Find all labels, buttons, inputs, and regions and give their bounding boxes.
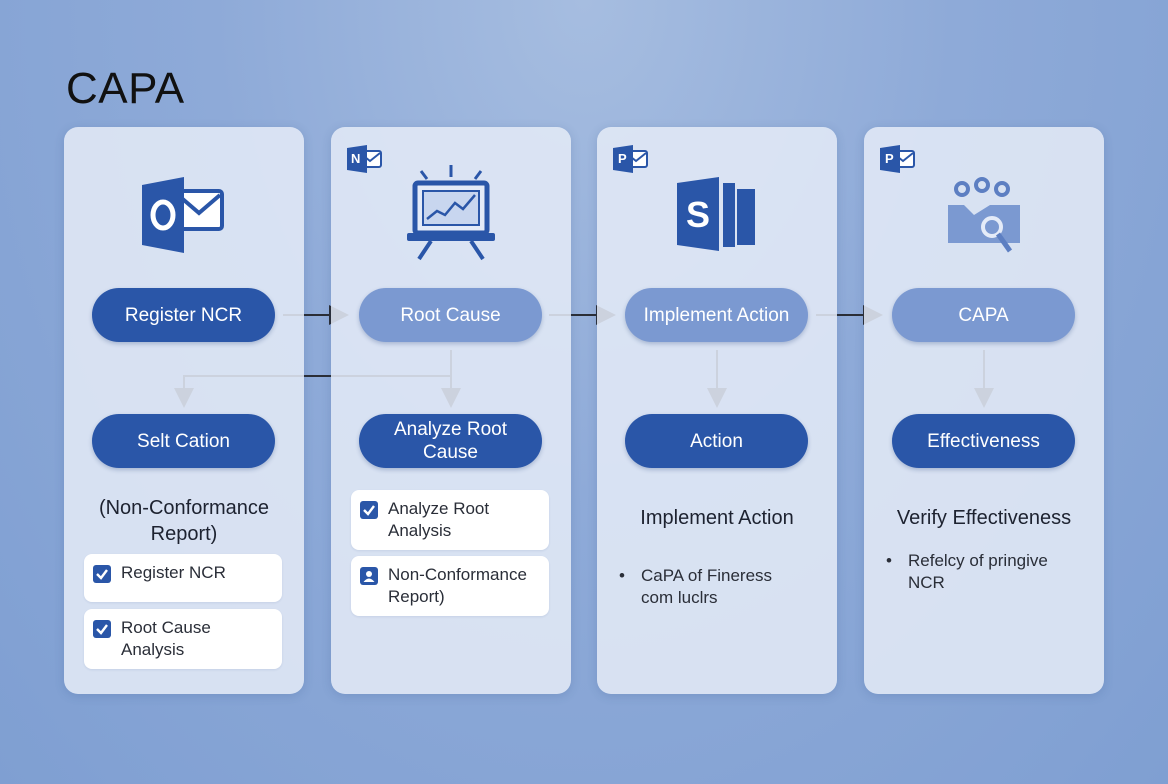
register-ncr-button[interactable]: Register NCR	[92, 288, 275, 342]
checklist-item[interactable]: Non-Conformance Report)	[351, 556, 549, 616]
checklist-item-label: Analyze Root Analysis	[388, 499, 490, 540]
implement-action-button[interactable]: Implement Action	[625, 288, 808, 342]
column-capa: P CAPA Effectiveness Verify Effectivenes…	[864, 127, 1104, 694]
badge-letter: N	[351, 151, 361, 166]
analyze-root-cause-button[interactable]: Analyze Root Cause	[359, 414, 542, 468]
checklist-item-label: Non-Conformance Report)	[388, 565, 527, 606]
capa-button[interactable]: CAPA	[892, 288, 1075, 342]
user-icon	[360, 567, 378, 585]
ncr-heading: (Non-Conformance Report)	[98, 497, 270, 545]
column-register: Register NCR Selt Cation (Non-Conformanc…	[64, 127, 304, 694]
checklist-item-label: Root Cause Analysis	[121, 618, 211, 659]
checklist-item[interactable]: Root Cause Analysis	[84, 609, 282, 669]
column-implement: P S Implement Action Action Implement Ac…	[597, 127, 837, 694]
checklist-item-label: Register NCR	[121, 563, 226, 582]
checkbox-checked-icon	[93, 620, 111, 638]
bullet-item: • Refelcy of pringive NCR	[886, 550, 1066, 594]
verify-heading: Verify Effectiveness	[896, 507, 1072, 529]
bullet-text: CaPA of Fineress com luclrs	[641, 566, 773, 607]
svg-text:S: S	[686, 194, 710, 235]
effectiveness-button[interactable]: Effectiveness	[892, 414, 1075, 468]
badge-letter: P	[885, 151, 894, 166]
presentation-chart-icon	[407, 165, 495, 261]
page-title: CAPA	[66, 64, 185, 113]
bullet-item: • CaPA of Fineress com luclrs	[619, 565, 799, 609]
column-root-cause: N Root Cause Analyze Root Cause Analyze …	[331, 127, 571, 694]
root-cause-button[interactable]: Root Cause	[359, 288, 542, 342]
checklist-item[interactable]: Register NCR	[84, 554, 282, 602]
people-search-icon	[948, 177, 1020, 253]
powerpoint-badge-icon: P	[613, 145, 649, 177]
onenote-badge-icon: N	[347, 145, 383, 177]
checkbox-checked-icon	[93, 565, 111, 583]
sharepoint-icon: S	[677, 177, 755, 251]
selection-button[interactable]: Selt Cation	[92, 414, 275, 468]
checklist-item[interactable]: Analyze Root Analysis	[351, 490, 549, 550]
bullet-text: Refelcy of pringive NCR	[908, 551, 1048, 592]
implement-heading: Implement Action	[640, 507, 794, 529]
checkbox-checked-icon	[360, 501, 378, 519]
action-button[interactable]: Action	[625, 414, 808, 468]
badge-letter: P	[618, 151, 627, 166]
outlook-icon	[142, 177, 224, 253]
powerpoint-badge-icon: P	[880, 145, 916, 177]
